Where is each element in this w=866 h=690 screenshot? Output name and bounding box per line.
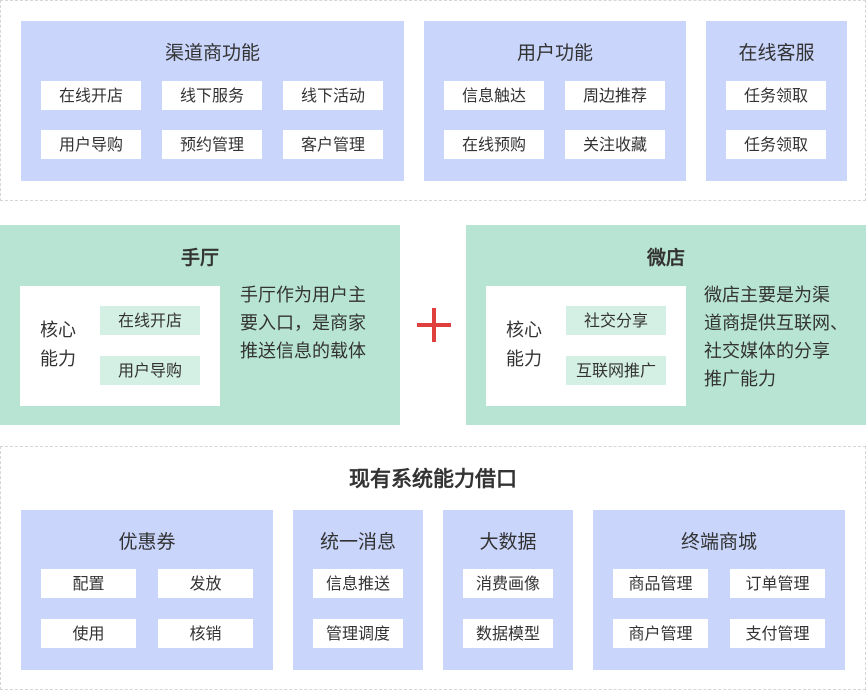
- core-label-line: 核心: [40, 316, 76, 345]
- user-item: 关注收藏: [565, 130, 665, 159]
- core-label-line: 能力: [506, 345, 542, 374]
- user-item: 信息触达: [444, 81, 544, 110]
- shouting-title: 手厅: [0, 243, 400, 270]
- user-item: 在线预购: [444, 130, 544, 159]
- shouting-desc-line: 要入口，是商家: [240, 310, 366, 338]
- online-service-panel: 在线客服 任务领取 任务领取: [706, 21, 847, 181]
- channel-item: 线下服务: [162, 81, 262, 110]
- channel-item: 在线开店: [41, 81, 141, 110]
- user-functions-panel: 用户功能 信息触达 周边推荐 在线预购 关注收藏: [424, 21, 686, 181]
- mall-item: 支付管理: [730, 619, 825, 648]
- channel-item: 预约管理: [162, 130, 262, 159]
- coupon-item: 配置: [41, 569, 136, 598]
- bigdata-item: 数据模型: [463, 619, 553, 648]
- channel-item: 客户管理: [283, 130, 383, 159]
- mall-item: 商户管理: [613, 619, 708, 648]
- weidian-desc-line: 社交媒体的分享: [704, 338, 830, 366]
- shouting-desc-line: 推送信息的载体: [240, 338, 366, 366]
- online-service-title: 在线客服: [706, 38, 847, 65]
- weidian-desc-line: 微店主要是为渠: [704, 282, 830, 310]
- mall-item: 订单管理: [730, 569, 825, 598]
- bottom-section-title: 现有系统能力借口: [0, 463, 866, 493]
- weidian-title: 微店: [466, 243, 866, 270]
- plus-icon: [414, 305, 454, 345]
- channel-functions-title: 渠道商功能: [21, 38, 404, 65]
- core-item: 在线开店: [100, 306, 200, 335]
- service-item: 任务领取: [726, 81, 826, 110]
- core-item: 用户导购: [100, 356, 200, 385]
- bigdata-item: 消费画像: [463, 569, 553, 598]
- user-functions-title: 用户功能: [424, 38, 686, 65]
- shouting-core-card: 核心 能力 在线开店 用户导购: [20, 286, 220, 406]
- user-item: 周边推荐: [565, 81, 665, 110]
- weidian-panel: 微店 核心 能力 社交分享 互联网推广 微店主要是为渠 道商提供互联网、 社交媒…: [466, 225, 866, 425]
- weidian-core-card: 核心 能力 社交分享 互联网推广: [486, 286, 686, 406]
- coupon-panel: 优惠券 配置 发放 使用 核销: [21, 510, 273, 670]
- core-item: 社交分享: [566, 306, 666, 335]
- terminal-mall-panel: 终端商城 商品管理 订单管理 商户管理 支付管理: [593, 510, 845, 670]
- terminal-mall-title: 终端商城: [593, 527, 845, 554]
- message-item: 信息推送: [313, 569, 403, 598]
- channel-item: 线下活动: [283, 81, 383, 110]
- coupon-item: 使用: [41, 619, 136, 648]
- shouting-panel: 手厅 核心 能力 在线开店 用户导购 手厅作为用户主 要入口，是商家 推送信息的…: [0, 225, 400, 425]
- big-data-panel: 大数据 消费画像 数据模型: [443, 510, 573, 670]
- core-label-line: 核心: [506, 316, 542, 345]
- message-item: 管理调度: [313, 619, 403, 648]
- core-label-line: 能力: [40, 345, 76, 374]
- big-data-title: 大数据: [443, 527, 573, 554]
- coupon-item: 发放: [158, 569, 253, 598]
- mall-item: 商品管理: [613, 569, 708, 598]
- coupon-title: 优惠券: [21, 527, 273, 554]
- unified-message-title: 统一消息: [293, 527, 423, 554]
- weidian-desc-line: 推广能力: [704, 366, 776, 394]
- core-item: 互联网推广: [566, 356, 666, 385]
- unified-message-panel: 统一消息 信息推送 管理调度: [293, 510, 423, 670]
- channel-item: 用户导购: [41, 130, 141, 159]
- coupon-item: 核销: [158, 619, 253, 648]
- shouting-desc-line: 手厅作为用户主: [240, 282, 366, 310]
- service-item: 任务领取: [726, 130, 826, 159]
- channel-functions-panel: 渠道商功能 在线开店 线下服务 线下活动 用户导购 预约管理 客户管理: [21, 21, 404, 181]
- weidian-desc-line: 道商提供互联网、: [704, 310, 848, 338]
